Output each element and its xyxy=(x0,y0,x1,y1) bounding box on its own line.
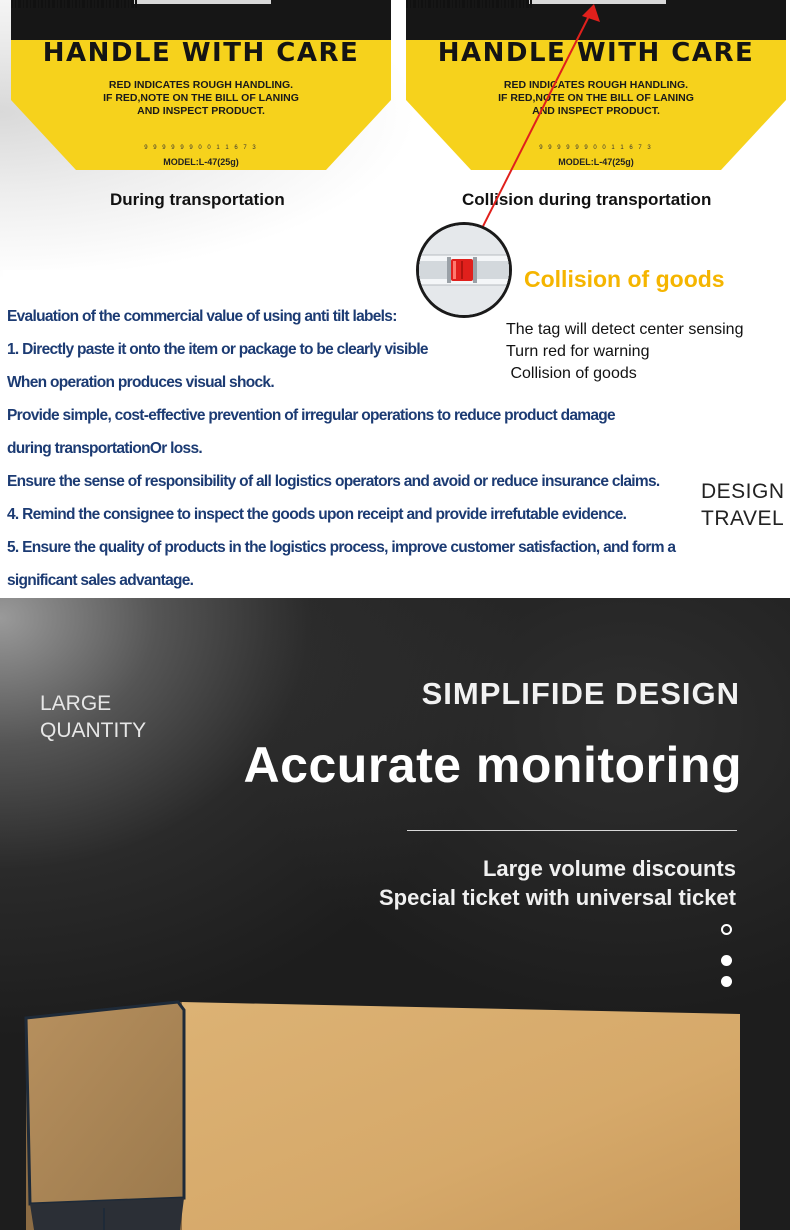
tag-note-line: Collision of goods xyxy=(506,365,637,382)
tag-note-line: Turn red for warning xyxy=(506,343,650,360)
evaluation-line: 5. Ensure the quality of products in the… xyxy=(7,539,676,556)
evaluation-panel xyxy=(3,270,790,598)
top-section: HANDLE WITH CARE RED INDICATES ROUGH HAN… xyxy=(0,0,790,598)
cardboard-box-image xyxy=(24,1000,740,1230)
pagination-dot[interactable] xyxy=(721,976,732,987)
tag-note: The tag will detect center sensing Turn … xyxy=(506,319,743,385)
dark-promo-section: LARGE QUANTITY SIMPLIFIDE DESIGN Accurat… xyxy=(0,598,790,1230)
barcode-number: 9 9 9 9 9 9 0 0 1 1 6 7 3 xyxy=(144,145,258,151)
card-line: AND INSPECT PRODUCT. xyxy=(532,105,660,117)
evaluation-line: Provide simple, cost-effective preventio… xyxy=(7,407,616,424)
section-headline: Accurate monitoring xyxy=(243,737,742,793)
travel-word: TRAVEL xyxy=(701,507,785,530)
evaluation-line: Evaluation of the commercial value of us… xyxy=(7,308,397,325)
barcode-icon xyxy=(406,0,532,8)
indicator-magnifier-icon xyxy=(416,222,512,318)
quantity-word: QUANTITY xyxy=(40,719,147,742)
label-card-collision: HANDLE WITH CARE RED INDICATES ROUGH HAN… xyxy=(406,0,786,180)
divider xyxy=(407,830,737,831)
section-subtitle: SIMPLIFIDE DESIGN xyxy=(421,676,740,711)
promo-line: Large volume discounts xyxy=(482,856,736,881)
caption-collision-transportation: Collision during transportation xyxy=(462,190,712,209)
card-model: MODEL:L-47(25g) xyxy=(558,157,634,167)
evaluation-line: 4. Remind the consignee to inspect the g… xyxy=(7,506,627,523)
card-title: HANDLE WITH CARE xyxy=(42,38,360,68)
pagination-dot[interactable] xyxy=(721,924,732,935)
caption-during-transportation: During transportation xyxy=(110,190,285,209)
card-line: RED INDICATES ROUGH HANDLING. xyxy=(108,79,294,91)
evaluation-line: 1. Directly paste it onto the item or pa… xyxy=(7,341,429,358)
design-travel-label: DESIGN TRAVEL xyxy=(701,478,785,532)
evaluation-line: When operation produces visual shock. xyxy=(7,374,275,391)
collision-title: Collision of goods xyxy=(524,266,725,292)
large-quantity-label: LARGE QUANTITY xyxy=(40,690,146,744)
red-arrow-icon xyxy=(465,4,600,261)
card-model: MODEL:L-47(25g) xyxy=(163,157,239,167)
design-word: DESIGN xyxy=(701,480,785,503)
card-line: AND INSPECT PRODUCT. xyxy=(137,105,265,117)
card-line: RED INDICATES ROUGH HANDLING. xyxy=(503,79,689,91)
card-title: HANDLE WITH CARE xyxy=(437,38,755,68)
promo-text: Large volume discounts Special ticket wi… xyxy=(379,854,736,912)
evaluation-line: Ensure the sense of responsibility of al… xyxy=(7,473,660,490)
card-line: IF RED,NOTE ON THE BILL OF LANING xyxy=(103,92,299,104)
pagination-dot[interactable] xyxy=(721,955,732,966)
promo-line: Special ticket with universal ticket xyxy=(378,885,736,910)
evaluation-line: significant sales advantage. xyxy=(7,572,194,589)
barcode-number: 9 9 9 9 9 9 0 0 1 1 6 7 3 xyxy=(539,145,653,151)
large-word: LARGE xyxy=(40,692,112,715)
label-card-normal: HANDLE WITH CARE RED INDICATES ROUGH HAN… xyxy=(11,0,391,180)
tag-note-line: The tag will detect center sensing xyxy=(506,321,744,338)
evaluation-line: during transportationOr loss. xyxy=(7,440,203,457)
label-card-shape xyxy=(406,0,786,170)
label-card-shape xyxy=(11,0,391,170)
barcode-icon xyxy=(11,0,137,8)
